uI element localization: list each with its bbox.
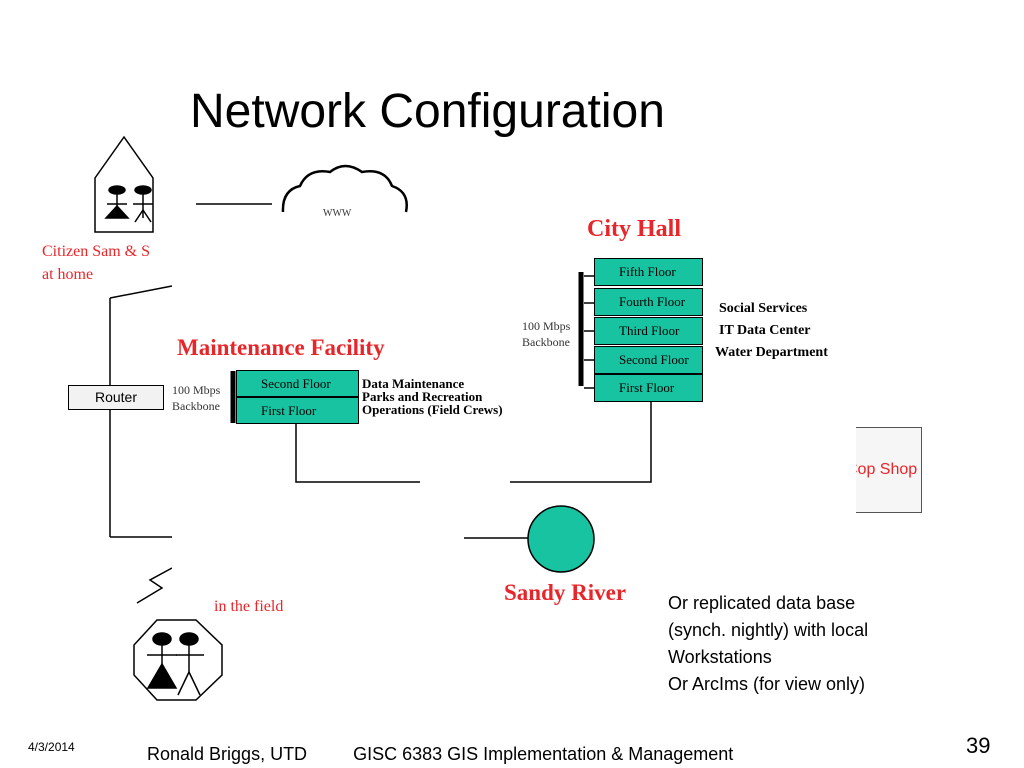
people-at-home-icon <box>104 185 153 223</box>
field-label: in the field <box>214 598 284 615</box>
router-box: Router <box>68 385 164 410</box>
citizen-label-line2: at home <box>42 266 94 283</box>
citizen-label-line1: Citizen Sam & S <box>42 243 150 260</box>
department-social-services: Social Services <box>719 301 808 316</box>
replica-line-3: Workstations <box>668 647 772 667</box>
cop-shop-label: Cop Shop <box>846 461 918 478</box>
city-hall-floor-1: First Floor <box>594 374 703 402</box>
internet-cloud-icon <box>281 164 408 213</box>
department-water: Water Department <box>715 345 828 360</box>
maintenance-departments: Data Maintenance Parks and Recreation Op… <box>362 377 503 416</box>
sandy-river-title: Sandy River <box>504 580 627 605</box>
maintenance-backbone-label: 100 Mbps Backbone <box>172 382 220 414</box>
replica-line-4: Or ArcIms (for view only) <box>668 674 866 694</box>
city-hall-floor-4: Fourth Floor <box>594 288 703 316</box>
city-hall-title: City Hall <box>587 216 681 242</box>
footer-date: 4/3/2014 <box>28 740 75 754</box>
replica-line-2: (synch. nightly) with local <box>668 620 869 640</box>
maintenance-title: Maintenance Facility <box>177 335 385 360</box>
city-hall-floor-5: Fifth Floor <box>594 258 703 286</box>
city-hall-departments: Social Services IT Data Center Water Dep… <box>715 298 828 364</box>
footer-center: Ronald Briggs, UTD GISC 6383 GIS Impleme… <box>147 744 733 765</box>
department-parks-recreation: Parks and Recreation <box>362 389 483 404</box>
city-hall-floor-2: Second Floor <box>594 346 703 374</box>
department-operations: Operations (Field Crews) <box>362 402 503 417</box>
department-it-data-center: IT Data Center <box>719 323 811 338</box>
replica-notes: Or replicated data base (synch. nightly)… <box>668 590 868 698</box>
city-hall-floor-3: Third Floor <box>594 317 703 345</box>
cloud-label: WWW <box>323 208 352 219</box>
maintenance-floor-1: First Floor <box>236 397 359 424</box>
footer-course: GISC 6383 GIS Implementation & Managemen… <box>353 744 734 764</box>
city-hall-backbone-line2: Backbone <box>522 335 570 349</box>
citizen-label: Citizen Sam & S at home <box>42 240 150 286</box>
page-number: 39 <box>966 733 991 758</box>
footer-author: Ronald Briggs, UTD <box>147 744 308 764</box>
maintenance-floor-2: Second Floor <box>236 370 359 397</box>
maintenance-backbone-line1: 100 Mbps <box>172 383 221 397</box>
city-hall-backbone-label: 100 Mbps Backbone <box>522 318 570 350</box>
city-hall-backbone-line1: 100 Mbps <box>522 319 571 333</box>
slide-title: Network Configuration <box>190 85 665 138</box>
maintenance-backbone-line2: Backbone <box>172 399 220 413</box>
field-crew-icon <box>133 619 223 701</box>
department-data-maintenance: Data Maintenance <box>362 376 465 391</box>
house-icon <box>94 135 154 233</box>
sandy-river-node <box>527 505 595 573</box>
replica-line-1: Or replicated data base <box>668 593 856 613</box>
